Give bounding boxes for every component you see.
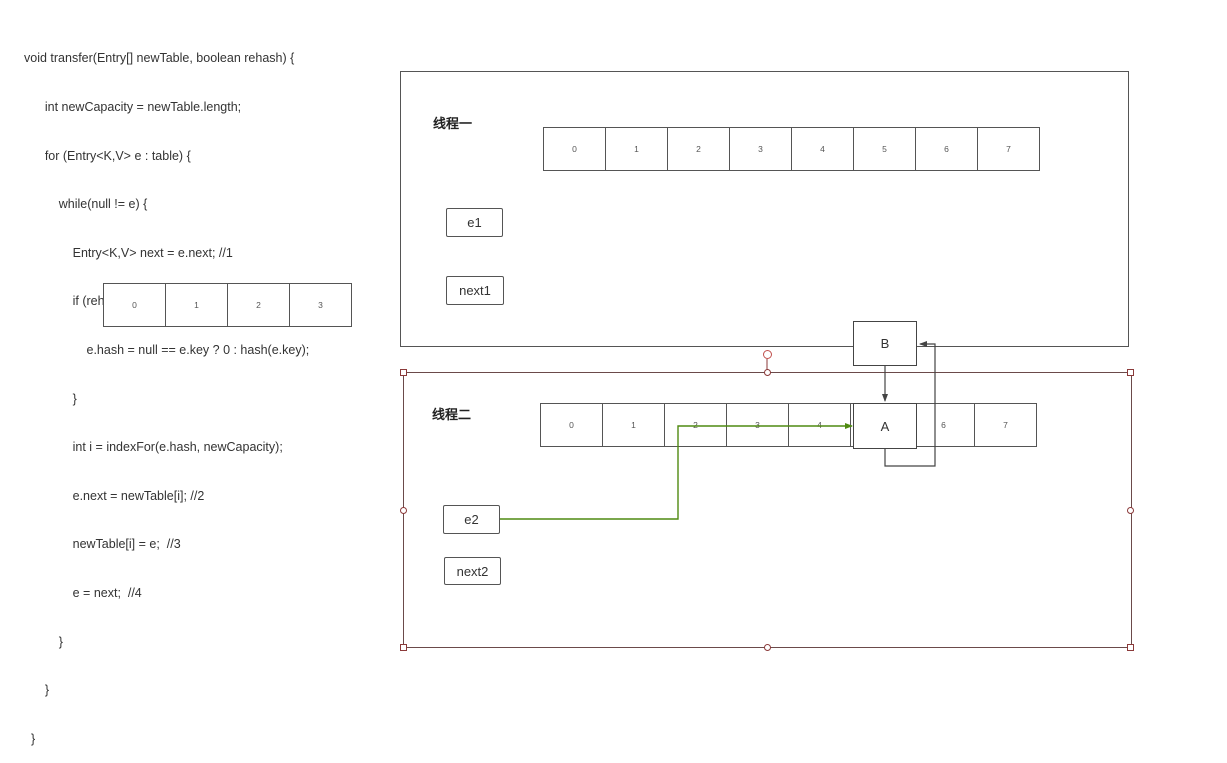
old-table: 0 1 2 3 bbox=[103, 283, 352, 327]
thread1-frame[interactable] bbox=[400, 71, 1129, 347]
code-line: } bbox=[24, 634, 63, 649]
table-cell[interactable]: 7 bbox=[977, 127, 1040, 171]
next1-node[interactable]: next1 bbox=[446, 276, 504, 305]
code-line: e.next = newTable[i]; //2 bbox=[24, 488, 205, 503]
code-line: while(null != e) { bbox=[24, 197, 148, 212]
table-cell[interactable]: 2 bbox=[667, 127, 730, 171]
code-line: void transfer(Entry[] newTable, boolean … bbox=[24, 51, 295, 66]
e1-node[interactable]: e1 bbox=[446, 208, 503, 237]
code-line: for (Entry<K,V> e : table) { bbox=[24, 148, 191, 163]
code-block: void transfer(Entry[] newTable, boolean … bbox=[24, 18, 309, 763]
table-cell[interactable]: 0 bbox=[103, 283, 166, 327]
e2-to-a-link bbox=[500, 423, 853, 520]
connectors bbox=[500, 341, 936, 520]
code-line: } bbox=[24, 683, 50, 698]
table-cell[interactable]: 2 bbox=[227, 283, 290, 327]
code-line: int newCapacity = newTable.length; bbox=[24, 100, 242, 114]
a-to-b-link bbox=[884, 341, 936, 467]
code-line: newTable[i] = e; //3 bbox=[24, 537, 181, 552]
resize-handle-n[interactable] bbox=[764, 369, 771, 376]
table-cell[interactable]: 0 bbox=[543, 127, 606, 171]
code-line: } bbox=[24, 731, 36, 746]
table-cell[interactable]: 3 bbox=[726, 403, 789, 447]
e2-node[interactable]: e2 bbox=[443, 505, 500, 534]
table-cell[interactable]: 0 bbox=[540, 403, 603, 447]
thread1-table: 0 1 2 3 4 5 6 7 bbox=[543, 127, 1040, 171]
resize-handle-sw[interactable] bbox=[400, 644, 407, 651]
node-b[interactable]: B bbox=[853, 321, 917, 366]
code-line: } bbox=[24, 391, 77, 406]
code-line: e.hash = null == e.key ? 0 : hash(e.key)… bbox=[24, 342, 310, 357]
code-line: e = next; //4 bbox=[24, 585, 142, 600]
table-cell[interactable]: 3 bbox=[729, 127, 792, 171]
code-line: Entry<K,V> next = e.next; //1 bbox=[24, 245, 233, 260]
resize-handle-ne[interactable] bbox=[1127, 369, 1134, 376]
next2-node[interactable]: next2 bbox=[444, 557, 501, 585]
table-cell[interactable]: 3 bbox=[289, 283, 352, 327]
table-cell[interactable]: 2 bbox=[664, 403, 727, 447]
resize-handle-w[interactable] bbox=[400, 507, 407, 514]
rotate-handle[interactable] bbox=[763, 350, 772, 359]
resize-handle-nw[interactable] bbox=[400, 369, 407, 376]
thread2-title: 线程二 bbox=[432, 407, 472, 422]
table-cell[interactable]: 6 bbox=[912, 403, 975, 447]
resize-handle-s[interactable] bbox=[764, 644, 771, 651]
thread1-title: 线程一 bbox=[433, 116, 473, 131]
code-line: int i = indexFor(e.hash, newCapacity); bbox=[24, 440, 283, 455]
table-cell[interactable]: 7 bbox=[974, 403, 1037, 447]
table-cell[interactable]: 5 bbox=[853, 127, 916, 171]
table-cell[interactable]: 1 bbox=[602, 403, 665, 447]
table-cell[interactable]: 4 bbox=[791, 127, 854, 171]
table-cell[interactable]: 6 bbox=[915, 127, 978, 171]
resize-handle-se[interactable] bbox=[1127, 644, 1134, 651]
node-a[interactable]: A bbox=[853, 403, 917, 449]
resize-handle-e[interactable] bbox=[1127, 507, 1134, 514]
